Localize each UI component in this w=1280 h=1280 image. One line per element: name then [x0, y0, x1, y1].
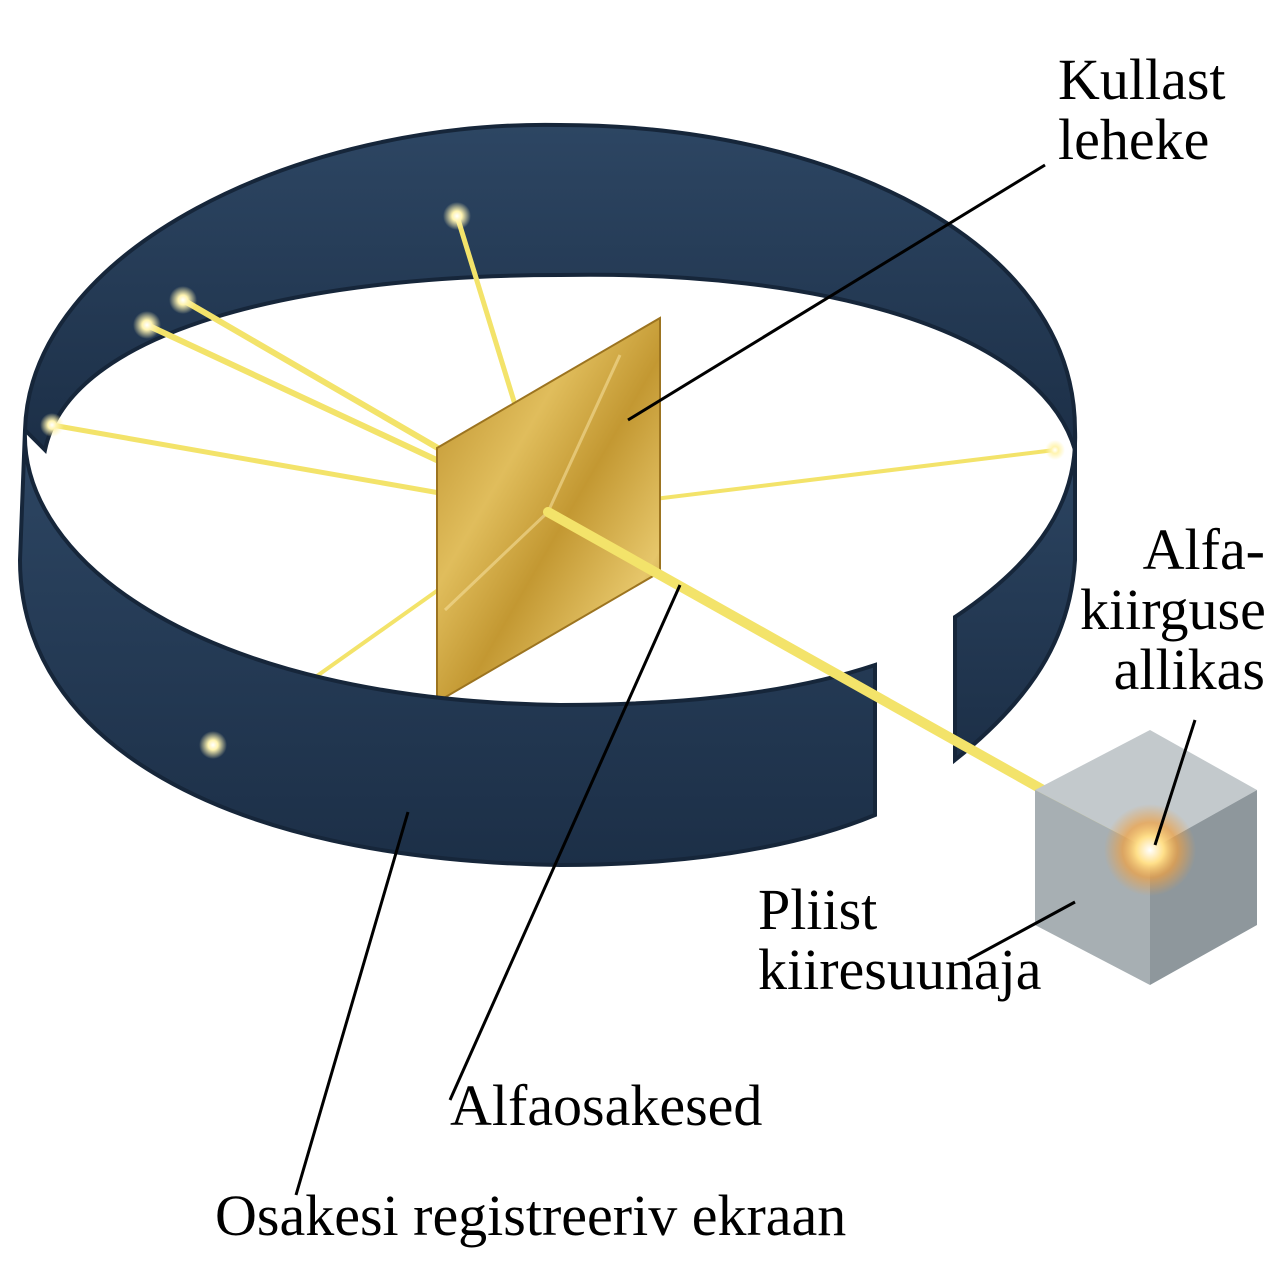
screen-back-wall [22, 122, 1077, 455]
lead-block [1035, 730, 1257, 985]
screen-front-band [17, 429, 877, 868]
leader-lines [294, 163, 1197, 1196]
label-alpha-source: Alfa- kiirguse allikas [1080, 517, 1266, 702]
label-detector-screen: Osakesi registreeriv ekraan [215, 1183, 847, 1248]
label-gold-foil: Kullast leheke [1058, 47, 1226, 172]
label-alpha-particles: Alfaosakesed [450, 1073, 763, 1138]
impact-spots [40, 202, 1065, 759]
alpha-source-glow [1104, 804, 1196, 896]
label-lead-shield: Pliist kiiresuunaja [758, 877, 1042, 1002]
foil-highlights [443, 354, 622, 612]
screen-front-band-right [953, 429, 1078, 765]
